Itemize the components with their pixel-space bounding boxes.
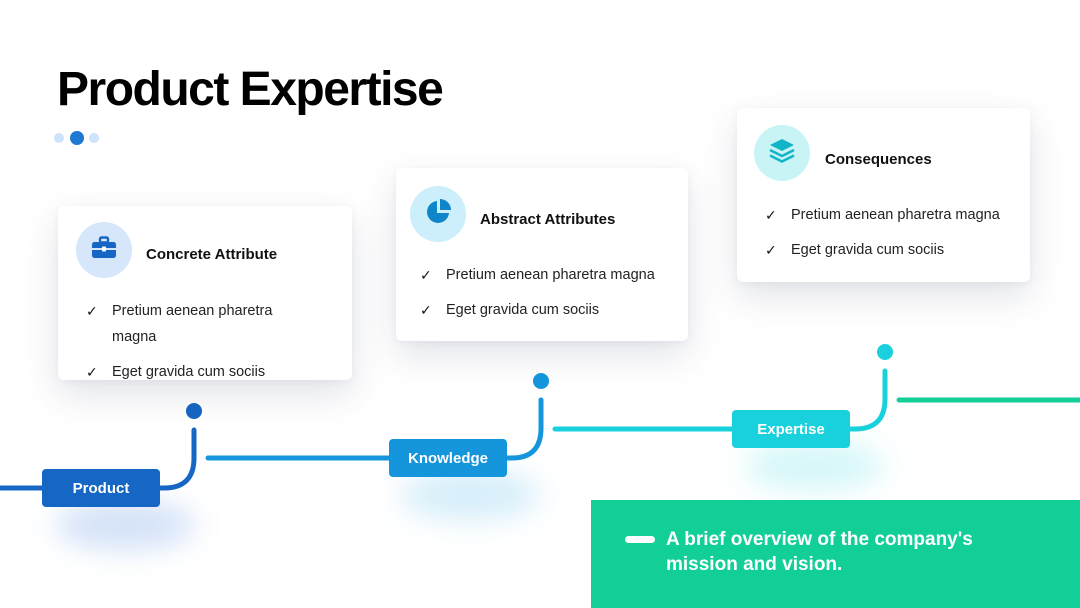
- list-item-text: Pretium aenean pharetra magna: [112, 303, 273, 345]
- list-item-text: Pretium aenean pharetra magna: [446, 267, 655, 283]
- card-heading: Concrete Attribute: [146, 246, 278, 263]
- card-heading: Consequences: [825, 151, 932, 168]
- step-pill-expertise[interactable]: Expertise: [732, 410, 850, 448]
- list-item-text: Eget gravida cum sociis: [112, 364, 266, 380]
- icon-badge: [410, 186, 466, 242]
- pill-shadow: [55, 500, 195, 550]
- list-item-text: Eget gravida cum sociis: [446, 302, 600, 318]
- check-icon: ✓: [86, 303, 98, 319]
- icon-badge: [754, 125, 810, 181]
- card-heading: Abstract Attributes: [480, 211, 616, 228]
- pill-shadow: [400, 470, 540, 520]
- attribute-card-consequences: Consequences ✓ Pretium aenean pharetra ma…: [737, 108, 1030, 282]
- layers-icon: [768, 137, 796, 170]
- check-icon: ✓: [765, 242, 777, 258]
- card-checklist: ✓ Pretium aenean pharetra magna ✓ Eget gra…: [765, 202, 1025, 272]
- pill-shadow: [744, 441, 884, 491]
- briefcase-icon: [91, 235, 117, 265]
- banner-text: A brief overview of the company's missio…: [666, 529, 973, 575]
- list-item: ✓ Pretium aenean pharetra magna: [86, 298, 312, 350]
- check-icon: ✓: [765, 207, 777, 223]
- timeline-node-3: [877, 344, 893, 360]
- card-checklist: ✓ Pretium aenean pharetra magna ✓ Eget gra…: [86, 298, 312, 380]
- timeline-node-1: [186, 403, 202, 419]
- check-icon: ✓: [420, 267, 432, 283]
- list-item: ✓ Eget gravida cum sociis: [420, 297, 680, 323]
- card-checklist: ✓ Pretium aenean pharetra magna ✓ Eget gra…: [420, 262, 680, 332]
- step-pill-product[interactable]: Product: [42, 469, 160, 507]
- check-icon: ✓: [86, 364, 98, 380]
- timeline-node-2: [533, 373, 549, 389]
- list-item-text: Pretium aenean pharetra magna: [791, 207, 1000, 223]
- list-item: ✓ Eget gravida cum sociis: [765, 237, 1025, 263]
- timeline-segment-2: [205, 397, 544, 461]
- list-item: ✓ Pretium aenean pharetra magna: [420, 262, 680, 288]
- list-item: ✓ Eget gravida cum sociis: [86, 359, 312, 380]
- indicator-dot[interactable]: [89, 133, 99, 143]
- list-item: ✓ Pretium aenean pharetra magna: [765, 202, 1025, 228]
- list-item-text: Eget gravida cum sociis: [791, 242, 945, 258]
- dash-icon: [625, 536, 655, 543]
- icon-badge: [76, 222, 132, 278]
- mission-banner: A brief overview of the company's missio…: [591, 500, 1080, 608]
- timeline-segment-3: [552, 368, 888, 432]
- page-title: Product Expertise: [57, 63, 444, 116]
- check-icon: ✓: [420, 302, 432, 318]
- pie-chart-icon: [424, 198, 452, 231]
- attribute-card-abstract: Abstract Attributes ✓ Pretium aenean phar…: [396, 168, 688, 341]
- indicator-dot[interactable]: [54, 133, 64, 143]
- attribute-card-concrete: Concrete Attribute ✓ Pretium aenean phare…: [58, 206, 352, 380]
- step-pill-knowledge[interactable]: Knowledge: [389, 439, 507, 477]
- indicator-dot-active[interactable]: [70, 131, 84, 145]
- timeline-segment-1: [0, 427, 197, 491]
